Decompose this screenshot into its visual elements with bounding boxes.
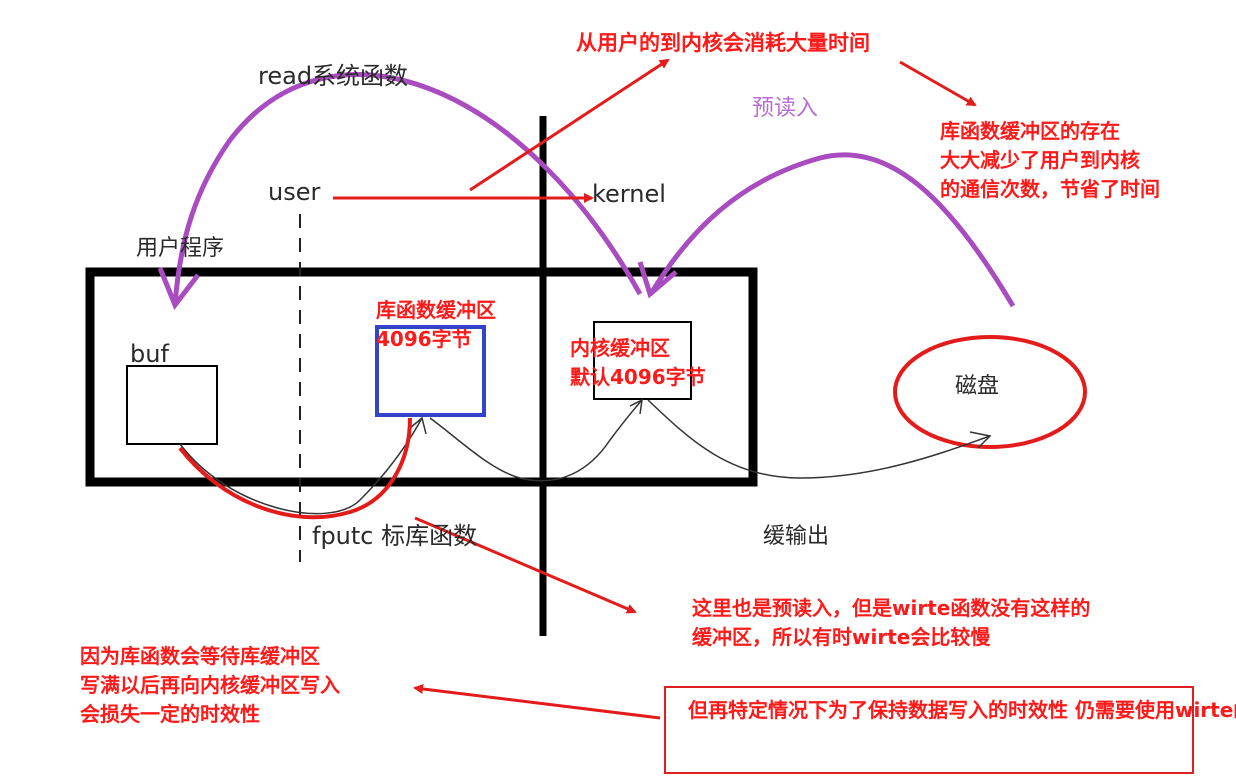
- middle-right-note-line-2: 缓冲区，所以有时wirte会比较慢: [692, 625, 991, 649]
- kernel-buffer-note-line-2: 默认4096字节: [570, 365, 706, 389]
- lib-to-kernel-curve: [429, 399, 643, 482]
- kernel-buffer-note-line-1: 内核缓冲区: [570, 336, 670, 360]
- prefetch-arc-head: [637, 261, 678, 299]
- kernel-to-disk-curve: [647, 399, 991, 479]
- right-note-line-1: 库函数缓冲区的存在: [940, 119, 1120, 143]
- buffered-output-label: 缓输出: [763, 524, 830, 549]
- kernel-buffer-note: 内核缓冲区 默认4096字节: [570, 334, 706, 392]
- bottom-left-note: 因为库函数会等待库缓冲区 写满以后再向内核缓冲区写入 会损失一定的时效性: [80, 642, 340, 729]
- right-note-line-3: 的通信次数，节省了时间: [940, 177, 1160, 201]
- right-note: 库函数缓冲区的存在 大大减少了用户到内核 的通信次数，节省了时间: [940, 117, 1160, 204]
- disk-ellipse: [893, 335, 1087, 449]
- middle-right-note: 这里也是预读入，但是wirte函数没有这样的 缓冲区，所以有时wirte会比较慢: [692, 594, 1090, 652]
- lib-to-kernel-head: [629, 398, 643, 415]
- read-syscall-label: read系统函数: [258, 62, 409, 90]
- red-underline-curve: [178, 417, 412, 520]
- right-note-line-2: 大大减少了用户到内核: [940, 148, 1140, 172]
- time-cost-note: 从用户的到内核会消耗大量时间: [576, 31, 870, 55]
- bottom-left-note-line-2: 写满以后再向内核缓冲区写入: [80, 673, 340, 697]
- user-label: user: [268, 178, 321, 206]
- bottom-box-note: 但再特定情况下为了保持数据写入的时效性 仍需要使用wirte函数: [688, 696, 1236, 725]
- buf-label: buf: [130, 340, 169, 368]
- middle-right-note-line-1: 这里也是预读入，但是wirte函数没有这样的: [692, 596, 1091, 620]
- buf-to-lib-head: [409, 416, 427, 435]
- lib-buffer-note-line-1: 库函数缓冲区: [376, 298, 496, 322]
- lib-buffer-note-line-2: 4096字节: [376, 327, 472, 351]
- bottom-left-note-line-3: 会损失一定的时效性: [80, 702, 260, 726]
- read-arc-head: [157, 267, 200, 310]
- bottom-box-note-line-1: 但再特定情况下为了保持数据写入的时效性: [688, 698, 1068, 722]
- right-note-arrow: [899, 60, 977, 107]
- lib-buffer-note: 库函数缓冲区 4096字节: [376, 296, 496, 354]
- read-arc: [172, 72, 643, 306]
- bottom-note-box: [664, 686, 1194, 774]
- kernel-to-disk-head: [969, 431, 992, 449]
- fputc-note-arrow: [414, 516, 637, 614]
- prefetch-label: 预读入: [752, 96, 819, 121]
- buf-box: [126, 365, 218, 445]
- prefetch-arc: [649, 152, 1016, 308]
- fputc-label: fputc 标库函数: [312, 522, 478, 550]
- lib-buffer-box: [375, 325, 486, 417]
- buf-to-lib-curve: [179, 417, 423, 515]
- bottom-box-arrow: [413, 684, 661, 720]
- disk-label: 磁盘: [955, 374, 1000, 399]
- bottom-left-note-line-1: 因为库函数会等待库缓冲区: [80, 644, 320, 668]
- system-boundary-box: [85, 267, 758, 487]
- kernel-label: kernel: [592, 180, 666, 208]
- time-cost-arrow: [469, 58, 670, 192]
- bottom-box-note-line-2: 仍需要使用wirte函数: [1074, 698, 1236, 722]
- user-program-label: 用户程序: [136, 236, 225, 261]
